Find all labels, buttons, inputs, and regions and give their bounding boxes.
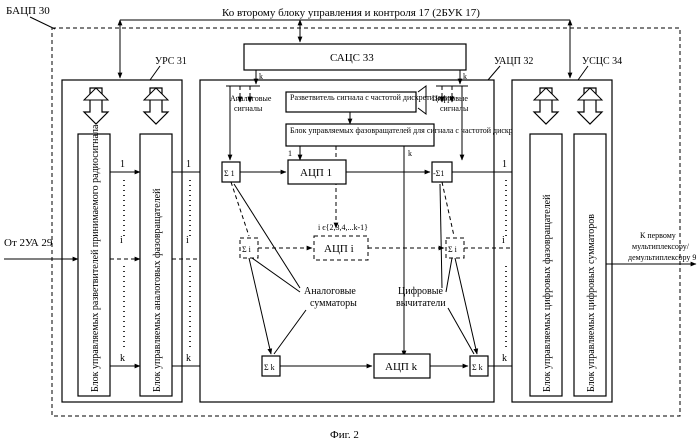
sacs-k-right: k	[463, 72, 467, 81]
idx-1-c: 1	[502, 159, 507, 170]
idx-1-a: 1	[120, 159, 125, 170]
input-label: От 2УА 29	[4, 237, 53, 249]
idx-i-a: i	[120, 235, 123, 246]
idx-i-b: i	[186, 235, 189, 246]
sum-k-label: Σ k	[264, 363, 275, 372]
urs-leader	[150, 66, 160, 80]
analog-shifters-label: Блок управляемых аналоговых фазовращател…	[152, 188, 163, 392]
dsum-i-label: Σ i	[448, 245, 458, 254]
sacs-label: САЦС 33	[330, 52, 374, 64]
sum-i-label: Σ i	[242, 245, 252, 254]
analog-summers-label-1: Аналоговые	[304, 286, 356, 297]
idx-k-a: k	[120, 353, 125, 364]
output-label-1: К первому	[640, 231, 676, 240]
top-bus-label: Ко второму блоку управления и контроля 1…	[222, 7, 480, 19]
output-label-2: мультиплексору/	[632, 242, 690, 251]
urs-label: УРС 31	[155, 56, 187, 67]
idx-k-c: k	[502, 353, 507, 364]
idx-1-b: 1	[186, 159, 191, 170]
analog-signals-2: сигналы	[234, 104, 263, 113]
bacp-leader	[30, 17, 55, 29]
idx-k-b: k	[186, 353, 191, 364]
dsum-1-label: -Σ1	[433, 169, 444, 178]
figure-caption: Фиг. 2	[330, 429, 359, 441]
bacp-label: БАЦП 30	[6, 5, 50, 17]
index-set-label: i є{2,3,4,...k-1}	[318, 223, 368, 232]
digital-sub-label-2: вычитатели	[396, 298, 446, 309]
uscs-label: УСЦС 34	[582, 56, 622, 67]
output-label-3: демультиплексору 9	[628, 253, 696, 262]
dsum-k-label: Σ k	[472, 363, 483, 372]
analog-signals-1: Аналоговые	[230, 94, 272, 103]
digital-sub-label-1: Цифровые	[398, 286, 443, 297]
sum-1-label: Σ 1	[224, 169, 235, 178]
digital-summers-label: Блок управляемых цифровых сумматоров	[586, 214, 597, 392]
adc-1-label: АЦП 1	[300, 167, 332, 179]
sample-splitter-label: Разветвитель сигнала с частотой дискрети…	[290, 93, 454, 102]
digital-signals-2: сигналы	[440, 104, 469, 113]
digital-shifters-label: Блок управляемых цифровых фазовращателей	[542, 194, 553, 392]
controlled-shifters-label: Блок управляемых фазовращателей для сигн…	[290, 126, 544, 135]
adc-k-label: АЦП k	[385, 361, 418, 373]
splitter-block-label: Блок управляемых разветвителей принимаем…	[90, 124, 101, 392]
idx-i-c: i	[502, 235, 505, 246]
shifters-idx-1: 1	[288, 149, 292, 158]
sacs-k-left: k	[259, 72, 263, 81]
uscs-leader	[578, 66, 588, 80]
shifters-idx-k: k	[408, 149, 412, 158]
uacp-leader	[488, 66, 500, 80]
uacp-label: УАЦП 32	[494, 56, 533, 67]
adc-i-label: АЦП i	[324, 243, 354, 255]
analog-summers-label-2: сумматоры	[310, 298, 357, 309]
